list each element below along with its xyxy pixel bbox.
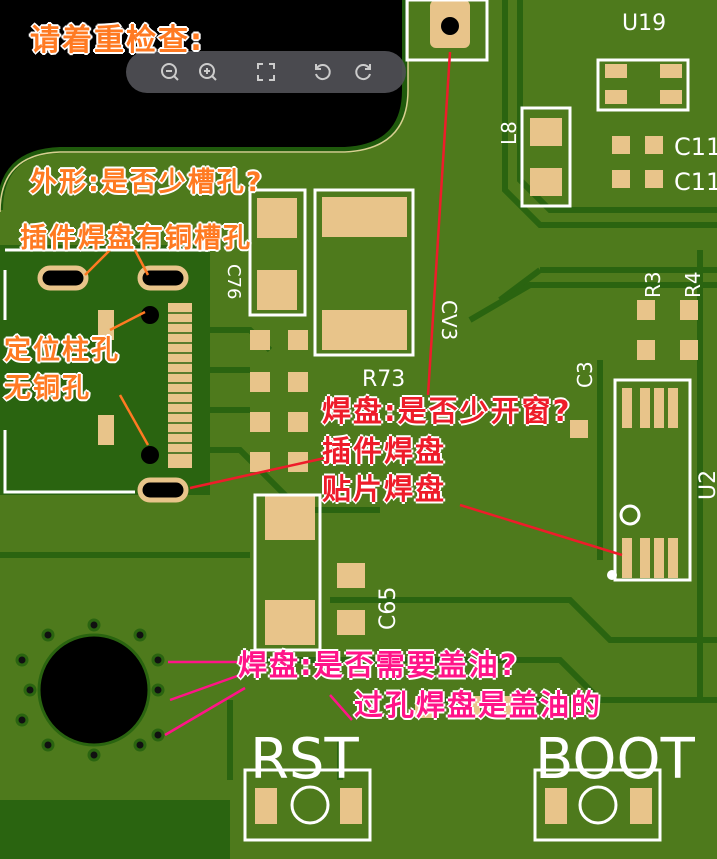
silk-boot: BOOT <box>535 727 696 792</box>
annotation-arrows <box>84 51 623 737</box>
annotation-tht-slot: 插件焊盘有铜槽孔 <box>20 223 252 254</box>
silk-r4: R4 <box>681 271 705 298</box>
zoom-in-icon[interactable] <box>196 60 220 84</box>
pads <box>98 0 698 824</box>
silk-rst: RST <box>250 727 359 792</box>
annotation-via-note: 过孔焊盘是盖油的 <box>354 688 603 722</box>
annotation-title: 请着重检查: <box>30 23 204 58</box>
silk-cv3: CV3 <box>437 300 461 340</box>
fullscreen-icon[interactable] <box>254 60 278 84</box>
silk-c11b: C11 <box>674 168 717 196</box>
zoom-out-icon[interactable] <box>158 60 182 84</box>
annotation-no-copper-hole: 无铜孔 <box>4 373 91 404</box>
annotation-pad-question: 焊盘:是否少开窗? <box>322 394 572 428</box>
image-viewer-toolbar <box>126 51 406 93</box>
silk-u19: U19 <box>622 11 666 36</box>
silk-r73: R73 <box>362 367 405 392</box>
silk-c76: C76 <box>223 264 244 299</box>
silk-r3: R3 <box>641 271 665 298</box>
silk-c11a: C11 <box>674 133 717 161</box>
silk-c65: C65 <box>376 587 401 630</box>
rotate-right-icon[interactable] <box>351 60 375 84</box>
annotation-smd-pad: 贴片焊盘 <box>322 472 447 506</box>
annotation-outline-question: 外形:是否少槽孔? <box>30 167 264 198</box>
silk-u2: U2 <box>696 470 717 500</box>
annotation-tht-pad: 插件焊盘 <box>322 434 447 468</box>
rotate-left-icon[interactable] <box>311 60 335 84</box>
annotation-via-question: 焊盘:是否需要盖油? <box>238 648 519 682</box>
annotation-locating-post: 定位柱孔 <box>4 335 120 366</box>
silk-c3: C3 <box>573 361 597 388</box>
silk-l8: L8 <box>497 121 521 145</box>
